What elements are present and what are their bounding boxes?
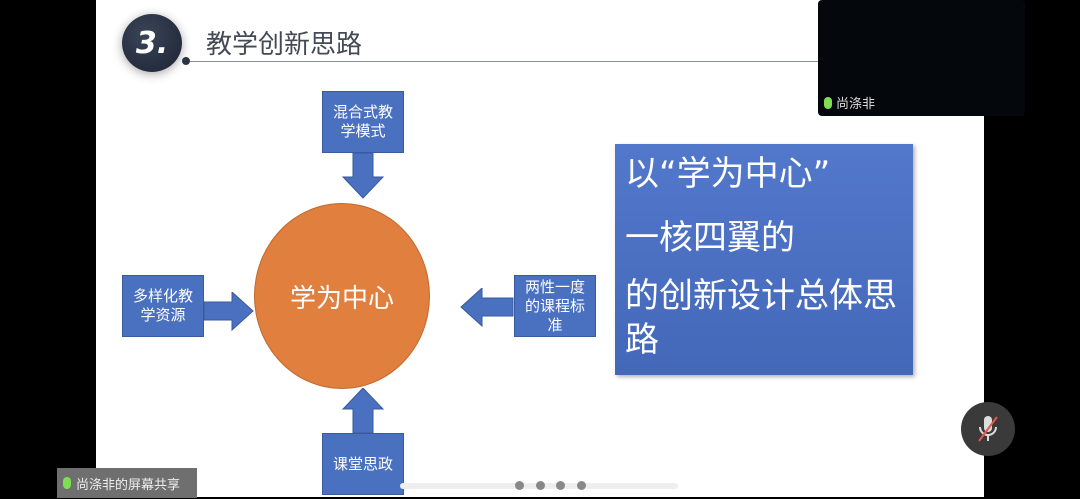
page-dot[interactable] — [515, 481, 524, 490]
mic-icon — [824, 96, 832, 109]
down-arrow — [342, 153, 384, 199]
title-divider — [188, 61, 984, 62]
summary-line: 一核四翼的 — [625, 218, 795, 258]
mute-button[interactable] — [961, 402, 1015, 456]
page-dot[interactable] — [577, 481, 586, 490]
page-dot[interactable] — [556, 481, 565, 490]
share-label-text: 尚涤非的屏幕共享 — [76, 477, 181, 493]
right-arrow — [204, 292, 254, 332]
left-box: 多样化教学资源 — [122, 275, 204, 337]
up-arrow — [342, 388, 384, 434]
participant-name: 尚涤非 — [836, 97, 876, 112]
section-number-badge: 3. — [122, 14, 182, 72]
mic-off-icon — [978, 416, 998, 442]
center-circle: 学为中心 — [254, 203, 430, 389]
left-arrow — [460, 288, 514, 328]
screen-share-label: 尚涤非的屏幕共享 — [57, 468, 197, 498]
summary-line: 的创新设计总体思路 — [625, 276, 897, 360]
summary-line: 以“学为中心” — [625, 154, 831, 194]
bottom-box: 课堂思政 — [322, 433, 404, 495]
right-box: 两性一度的课程标准 — [514, 275, 596, 337]
page-dot[interactable] — [536, 481, 545, 490]
summary-box: 以“学为中心” 一核四翼的 的创新设计总体思路 — [615, 144, 913, 375]
slide-title: 教学创新思路 — [206, 30, 363, 60]
top-box: 混合式教学模式 — [322, 91, 404, 153]
participant-video-tile[interactable]: 尚涤非 — [818, 0, 1025, 116]
divider-dot — [182, 57, 190, 65]
mic-icon — [63, 477, 71, 489]
